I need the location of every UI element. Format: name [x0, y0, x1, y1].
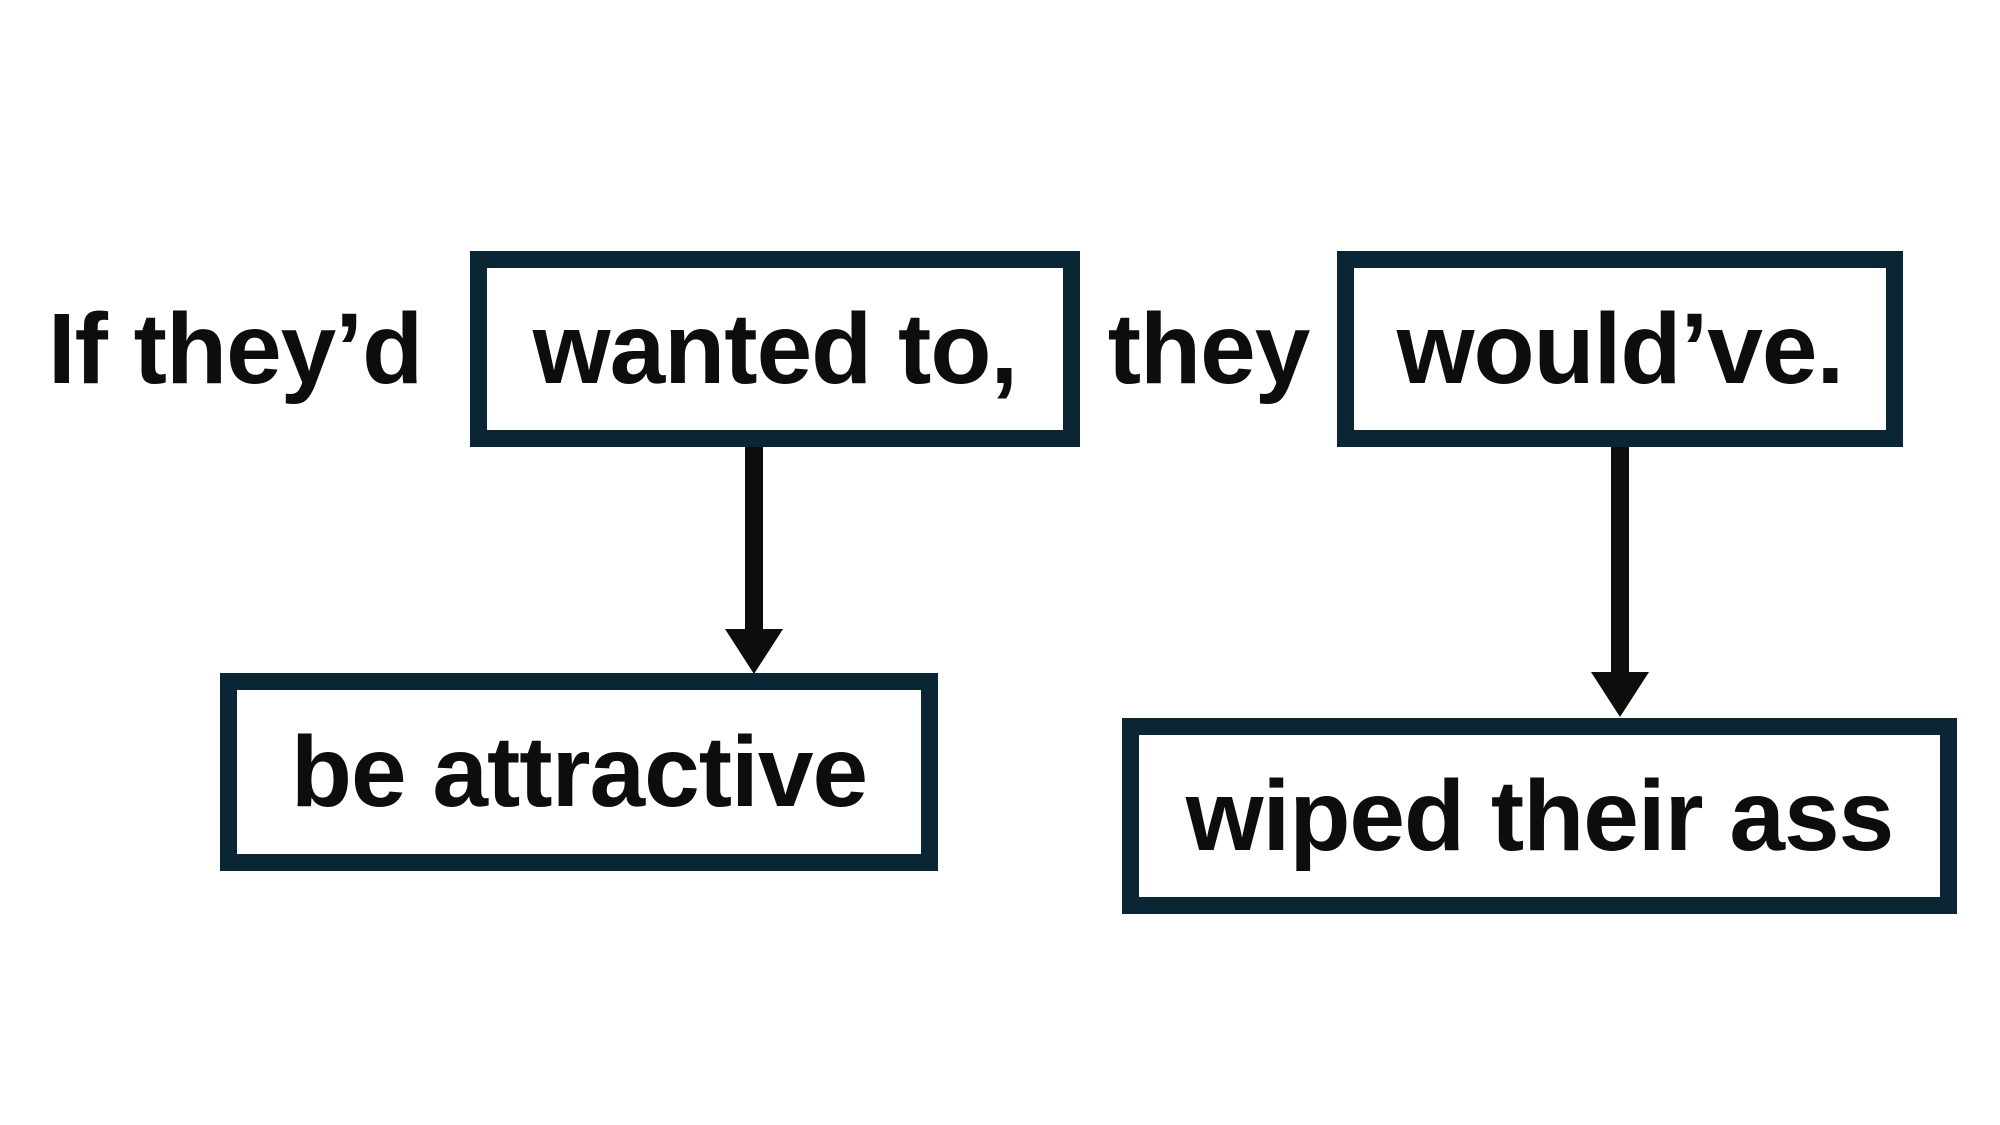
outcome-box-wiped-their-ass-label: wiped their ass	[1185, 760, 1894, 872]
outcome-box-be-attractive: be attractive	[220, 673, 938, 871]
phrase-box-wanted-to: wanted to,	[470, 251, 1080, 447]
outcome-box-be-attractive-label: be attractive	[290, 716, 868, 828]
outcome-box-wiped-their-ass: wiped their ass	[1122, 718, 1957, 914]
sentence-middle-text: they	[1107, 293, 1311, 405]
phrase-box-wanted-to-label: wanted to,	[532, 293, 1018, 405]
phrase-box-wouldve-label: would’ve.	[1396, 293, 1845, 405]
down-arrow-right	[1591, 447, 1649, 717]
sentence-leading-text: If they’d	[47, 293, 423, 405]
down-arrow-left	[725, 447, 783, 674]
phrase-box-wouldve: would’ve.	[1337, 251, 1903, 447]
